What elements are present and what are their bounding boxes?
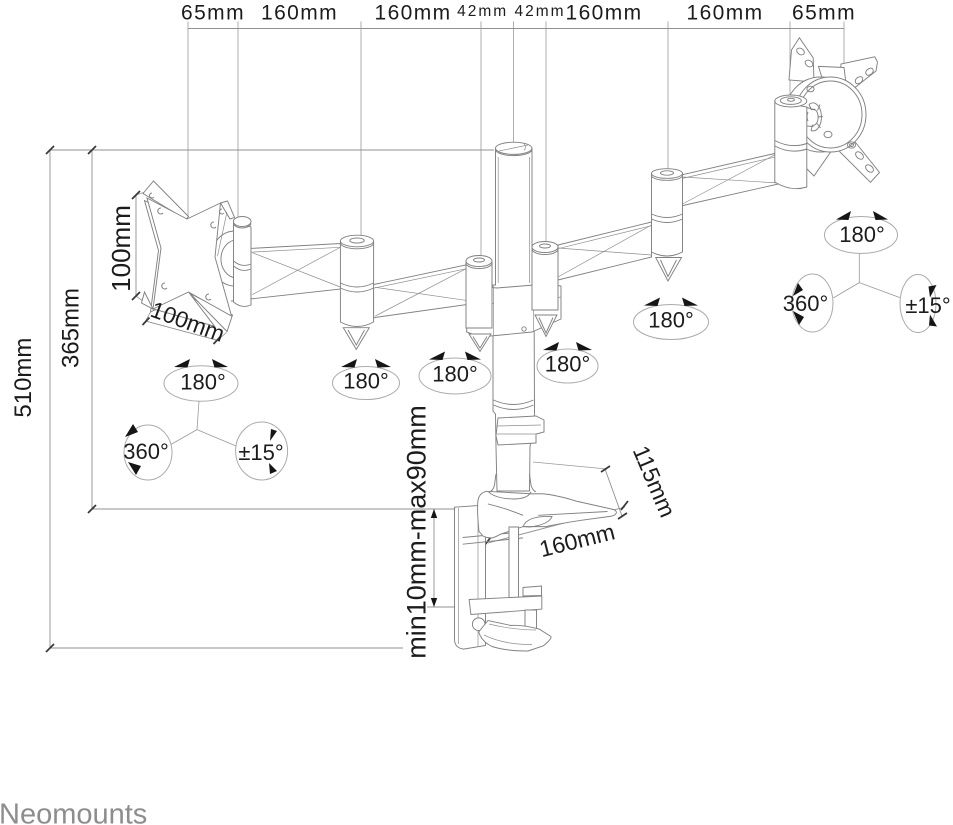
svg-text:510mm: 510mm <box>10 338 37 418</box>
svg-text:360°: 360° <box>783 291 829 316</box>
svg-text:160mm: 160mm <box>565 2 642 25</box>
svg-text:42mm: 42mm <box>457 3 508 20</box>
svg-text:160mm: 160mm <box>261 2 338 25</box>
svg-text:180°: 180° <box>839 222 885 247</box>
svg-text:100mm: 100mm <box>106 205 136 292</box>
svg-text:±15°: ±15° <box>905 293 950 318</box>
svg-text:65mm: 65mm <box>181 2 245 25</box>
svg-text:360°: 360° <box>123 439 169 464</box>
svg-text:160mm: 160mm <box>374 2 451 25</box>
svg-text:180°: 180° <box>648 308 694 333</box>
svg-text:180°: 180° <box>545 352 591 377</box>
svg-text:180°: 180° <box>432 362 478 387</box>
svg-text:65mm: 65mm <box>792 2 856 25</box>
svg-text:min10mm-max90mm: min10mm-max90mm <box>402 405 432 659</box>
svg-text:180°: 180° <box>343 369 389 394</box>
svg-text:160mm: 160mm <box>686 2 763 25</box>
svg-text:365mm: 365mm <box>58 288 85 368</box>
svg-text:180°: 180° <box>180 370 226 395</box>
svg-text:42mm: 42mm <box>514 3 565 20</box>
svg-text:Neomounts: Neomounts <box>0 799 147 825</box>
svg-text:±15°: ±15° <box>238 440 283 465</box>
